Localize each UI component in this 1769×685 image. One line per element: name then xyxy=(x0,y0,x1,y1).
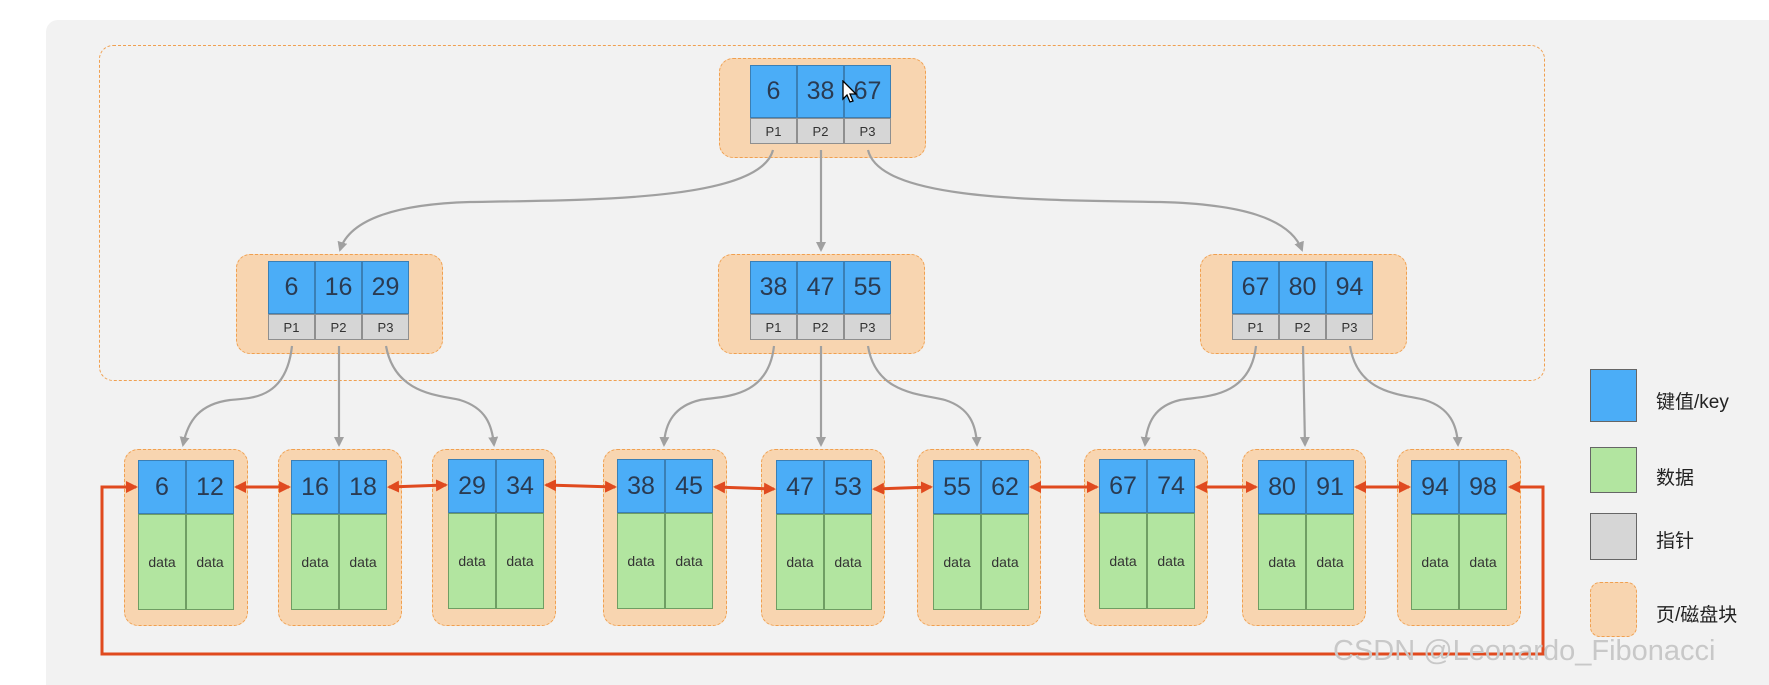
legend-key-swatch xyxy=(1590,369,1637,422)
root-pointer-1: P1 xyxy=(750,118,797,144)
legend-page-swatch xyxy=(1590,582,1637,637)
internal-2-pointer-2: P2 xyxy=(797,314,844,340)
leaf-8-data-2: data xyxy=(1306,514,1354,610)
internal-3-p1-arrow xyxy=(1140,345,1258,447)
leaf-6-data-1: data xyxy=(933,514,981,610)
internal-node-1: 6 16 29 P1 P2 P3 xyxy=(268,261,409,340)
leaf-link-5-6 xyxy=(872,481,933,495)
internal-2-pointer-3: P3 xyxy=(844,314,891,340)
internal-3-pointer-2: P2 xyxy=(1279,314,1326,340)
leaf-4-data-1: data xyxy=(617,513,665,609)
legend-data-swatch xyxy=(1590,447,1637,493)
root-p1-arrow xyxy=(337,149,775,252)
internal-3-p3-arrow xyxy=(1348,345,1463,447)
leaf-1-data-2: data xyxy=(186,514,234,610)
leaf-8-data-1: data xyxy=(1258,514,1306,610)
leaf-wrap-link xyxy=(100,481,1545,656)
leaf-3-data-1: data xyxy=(448,513,496,609)
leaf-1-data-1: data xyxy=(138,514,186,610)
leaf-link-3-4 xyxy=(544,479,617,493)
internal-2-key-3: 55 xyxy=(844,261,891,314)
internal-2-key-2: 47 xyxy=(797,261,844,314)
leaf-5-data-2: data xyxy=(824,514,872,610)
internal-1-pointer-2: P2 xyxy=(315,314,362,340)
legend-data-label: 数据 xyxy=(1656,468,1695,489)
internal-1-pointer-3: P3 xyxy=(362,314,409,340)
leaf-9-data-2: data xyxy=(1459,514,1507,610)
leaf-9-data-1: data xyxy=(1411,514,1459,610)
leaf-2-data-1: data xyxy=(291,514,339,610)
legend-pointer-swatch xyxy=(1590,513,1637,560)
root-pointer-3: P3 xyxy=(844,118,891,144)
internal-3-pointer-3: P3 xyxy=(1326,314,1373,340)
internal-1-p3-arrow xyxy=(384,345,499,447)
internal-1-key-2: 16 xyxy=(315,261,362,314)
internal-1-p1-arrow xyxy=(179,345,294,447)
legend-pointer-label: 指针 xyxy=(1656,531,1695,552)
leaf-6-data-2: data xyxy=(981,514,1029,610)
internal-1-key-3: 29 xyxy=(362,261,409,314)
leaf-2-data-2: data xyxy=(339,514,387,610)
internal-2-key-1: 38 xyxy=(750,261,797,314)
internal-2-p3-arrow xyxy=(866,345,982,447)
leaf-link-4-5 xyxy=(713,481,776,495)
internal-node-2: 38 47 55 P1 P2 P3 xyxy=(750,261,891,340)
internal-node-3: 67 80 94 P1 P2 P3 xyxy=(1232,261,1373,340)
leaf-3-data-2: data xyxy=(496,513,544,609)
internal-3-key-1: 67 xyxy=(1232,261,1279,314)
legend-key-label: 键值/key xyxy=(1656,392,1729,413)
watermark: CSDN @Leonardo_Fibonacci xyxy=(1333,635,1716,667)
internal-3-p2-arrow xyxy=(1299,345,1310,447)
leaf-node-3: 29 data 34 data xyxy=(448,459,544,609)
leaf-4-data-2: data xyxy=(665,513,713,609)
internal-1-key-1: 6 xyxy=(268,261,315,314)
internal-2-pointer-1: P1 xyxy=(750,314,797,340)
internal-3-key-2: 80 xyxy=(1279,261,1326,314)
internal-3-key-3: 94 xyxy=(1326,261,1373,314)
leaf-5-data-1: data xyxy=(776,514,824,610)
internal-2-p1-arrow xyxy=(659,345,776,447)
internal-3-pointer-1: P1 xyxy=(1232,314,1279,340)
leaf-7-data-2: data xyxy=(1147,513,1195,609)
root-node: 6 38 67 P1 P2 P3 xyxy=(750,65,891,144)
legend-page-label: 页/磁盘块 xyxy=(1656,605,1738,626)
root-key-1: 6 xyxy=(750,65,797,118)
leaf-7-data-1: data xyxy=(1099,513,1147,609)
leaf-link-2-3 xyxy=(387,479,448,493)
internal-1-pointer-1: P1 xyxy=(268,314,315,340)
mouse-cursor-icon xyxy=(842,80,858,103)
root-p3-arrow xyxy=(866,149,1304,252)
root-pointer-2: P2 xyxy=(797,118,844,144)
